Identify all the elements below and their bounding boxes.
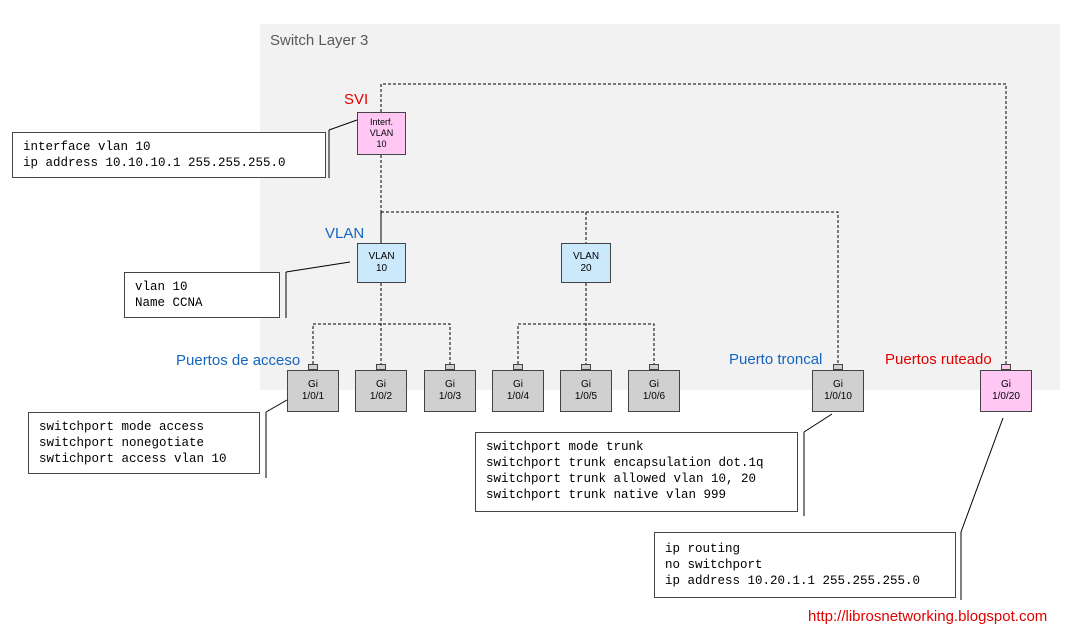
callout-svi-leader	[328, 119, 358, 131]
callout-routed-leader	[960, 417, 1004, 533]
port-id: 1/0/4	[506, 391, 530, 402]
callout-access-leader	[265, 399, 288, 413]
vlan-config-box: vlan 10 Name CCNA	[124, 272, 280, 318]
trunk-port-label: Puerto troncal	[729, 351, 823, 368]
vlan-trunk-bus	[381, 211, 839, 364]
config-line: no switchport	[665, 558, 763, 572]
config-line: switchport mode access	[39, 420, 205, 434]
svi-routed-link	[380, 83, 1007, 364]
port-type: Gi	[833, 379, 843, 390]
port-gi-1-0-5: Gi 1/0/5	[560, 370, 612, 412]
port-type: Gi	[513, 379, 523, 390]
vlan-20-node: VLAN 20	[561, 243, 611, 283]
port-id: 1/0/20	[992, 391, 1020, 402]
config-line: Name CCNA	[135, 296, 203, 310]
vlan-label: VLAN	[325, 225, 365, 242]
config-line: ip address 10.20.1.1 255.255.255.0	[665, 574, 921, 588]
config-line: ip address 10.10.10.1 255.255.255.0	[23, 156, 286, 170]
config-line: switchport nonegotiate	[39, 436, 205, 450]
config-line: interface vlan 10	[23, 140, 151, 154]
config-line: vlan 10	[135, 280, 188, 294]
port-type: Gi	[308, 379, 318, 390]
port-tab	[308, 364, 318, 370]
switch-title: Switch Layer 3	[270, 32, 369, 49]
port-id: 1/0/3	[438, 391, 462, 402]
svi-node-line1: Interf.	[369, 117, 393, 127]
port-gi-1-0-6: Gi 1/0/6	[628, 370, 680, 412]
port-type: Gi	[376, 379, 386, 390]
port-id: 1/0/1	[301, 391, 325, 402]
port-id: 1/0/5	[574, 391, 598, 402]
port-tab	[581, 364, 591, 370]
svi-interface-node: Interf. VLAN 10	[357, 112, 406, 155]
vlan-20-line2: 20	[580, 263, 592, 274]
port-gi-1-0-10: Gi 1/0/10	[812, 370, 864, 412]
config-line: switchport trunk native vlan 999	[486, 488, 727, 502]
port-tab	[833, 364, 843, 370]
routed-config-box: ip routing no switchport ip address 10.20.…	[654, 532, 956, 598]
vlan-20-line1: VLAN	[572, 251, 600, 262]
switch-layer3-area	[260, 24, 1060, 390]
svi-label: SVI	[344, 91, 369, 108]
port-type: Gi	[581, 379, 591, 390]
config-line: ip routing	[665, 542, 741, 556]
vlan10-branch	[312, 323, 451, 364]
trunk-config-box: switchport mode trunk switchport trunk en…	[475, 432, 798, 512]
access-config-box: switchport mode access switchport nonegot…	[28, 412, 260, 474]
port-gi-1-0-3: Gi 1/0/3	[424, 370, 476, 412]
port-gi-1-0-1: Gi 1/0/1	[287, 370, 339, 412]
port-tab	[1001, 364, 1011, 370]
port-tab	[445, 364, 455, 370]
footer-url: http://librosnetworking.blogspot.com	[808, 608, 1048, 625]
vlan20-branch	[517, 323, 655, 364]
port-gi-1-0-2: Gi 1/0/2	[355, 370, 407, 412]
port-tab	[376, 364, 386, 370]
port-gi-1-0-20: Gi 1/0/20	[980, 370, 1032, 412]
port-id: 1/0/2	[369, 391, 393, 402]
callout-vlan-leader	[285, 261, 351, 273]
vlan-10-line1: VLAN	[368, 251, 395, 262]
access-ports-label: Puertos de acceso	[176, 352, 301, 369]
port-gi-1-0-4: Gi 1/0/4	[492, 370, 544, 412]
port-tab	[649, 364, 659, 370]
port-id: 1/0/10	[824, 391, 852, 402]
svi-node-line3: 10	[376, 139, 387, 149]
config-line: switchport trunk encapsulation dot.1q	[486, 456, 764, 470]
svi-node-line2: VLAN	[369, 128, 394, 138]
port-tab	[513, 364, 523, 370]
svi-config-box: interface vlan 10 ip address 10.10.10.1 2…	[12, 132, 326, 178]
vlan-10-node: VLAN 10	[357, 243, 406, 283]
vlan-10-line2: 10	[375, 263, 388, 274]
port-type: Gi	[445, 379, 455, 390]
port-id: 1/0/6	[642, 391, 666, 402]
config-line: switchport trunk allowed vlan 10, 20	[486, 472, 757, 486]
routed-ports-label: Puertos ruteado	[885, 351, 992, 368]
port-type: Gi	[1001, 379, 1011, 390]
port-type: Gi	[649, 379, 659, 390]
callout-trunk-leader	[803, 413, 833, 433]
config-line: switchport mode trunk	[486, 440, 644, 454]
config-line: swtichport access vlan 10	[39, 452, 227, 466]
